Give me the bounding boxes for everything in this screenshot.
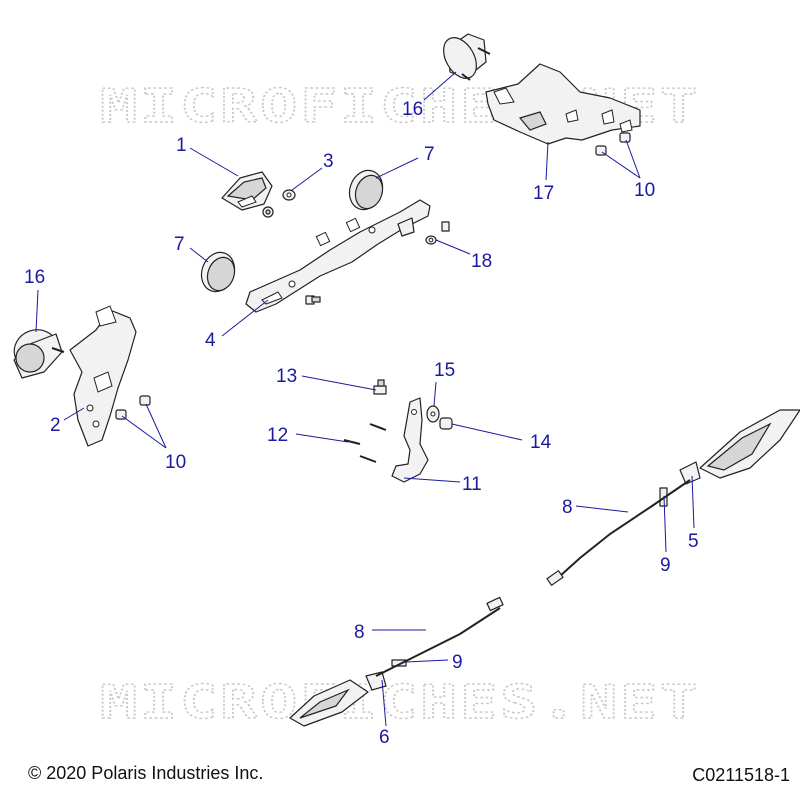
part-bolt-4 <box>305 295 321 305</box>
callout-1: 1 <box>176 135 187 156</box>
callout-12: 12 <box>267 425 288 446</box>
part-nut-3 <box>262 189 296 218</box>
watermark-bottom: MICROFICHES.NET <box>100 675 700 729</box>
part-side-bracket-2 <box>69 305 137 447</box>
part-bolt-13 <box>373 379 387 395</box>
part-puck-left <box>13 329 65 379</box>
callout-17: 17 <box>533 183 554 204</box>
callout-9-right: 9 <box>660 555 671 576</box>
part-turn-signal-right <box>546 409 800 586</box>
callout-3: 3 <box>323 151 334 172</box>
part-reflector-lower <box>200 251 236 293</box>
callout-7-lower: 7 <box>174 234 185 255</box>
callout-7-upper: 7 <box>424 144 435 165</box>
part-nuts-10-left <box>115 395 151 420</box>
callout-8-left: 8 <box>354 622 365 643</box>
part-puck-top <box>443 33 491 81</box>
leader-lines <box>35 71 695 727</box>
diagram-code: C0211518-1 <box>692 765 790 785</box>
copyright-text: © 2020 Polaris Industries Inc. <box>28 763 264 783</box>
callout-14: 14 <box>530 432 552 453</box>
part-hook-bracket-11 <box>391 397 429 483</box>
callout-8-right: 8 <box>562 497 573 518</box>
part-nuts-10-top <box>595 132 631 156</box>
part-lamp-housing <box>221 171 273 211</box>
part-nut-14 <box>439 417 453 430</box>
callout-18: 18 <box>471 251 492 272</box>
part-license-bracket <box>245 199 431 313</box>
part-bolts-12 <box>343 423 387 463</box>
callout-13: 13 <box>276 366 297 387</box>
callout-10-top: 10 <box>634 180 655 201</box>
callout-15: 15 <box>434 360 455 381</box>
callout-4: 4 <box>205 330 216 351</box>
part-reflector-upper <box>348 169 384 211</box>
callout-5: 5 <box>688 531 699 552</box>
part-washer-15 <box>426 405 440 423</box>
callout-9-left: 9 <box>452 652 463 673</box>
part-mount-bracket-17 <box>485 63 641 145</box>
callout-2: 2 <box>50 415 61 436</box>
callout-6: 6 <box>379 727 390 748</box>
callout-10-left: 10 <box>165 452 186 473</box>
callout-16-left: 16 <box>24 267 45 288</box>
callout-11: 11 <box>462 474 482 495</box>
part-turn-signal-left <box>289 596 504 727</box>
callout-16-top: 16 <box>402 99 423 120</box>
callouts: 1 3 7 7 4 18 16 17 10 16 2 10 13 15 12 1… <box>24 99 699 748</box>
